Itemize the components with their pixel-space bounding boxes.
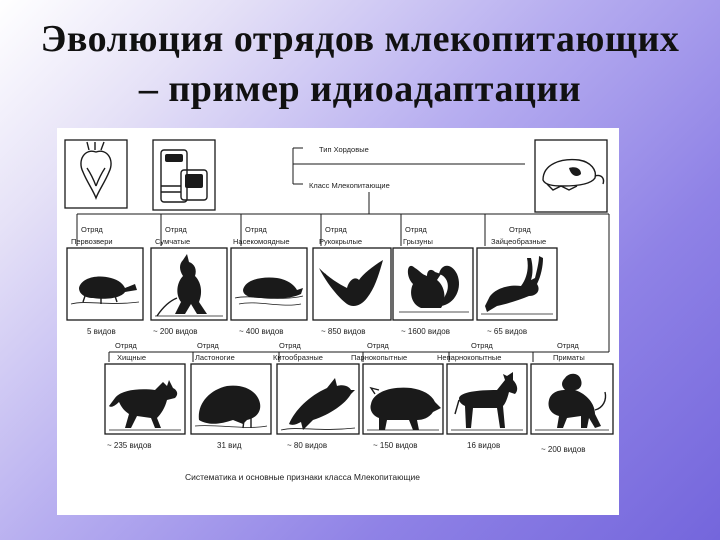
svg-text:Отряд: Отряд xyxy=(509,225,531,234)
svg-text:Зайцеобразные: Зайцеобразные xyxy=(491,237,546,246)
svg-text:Отряд: Отряд xyxy=(115,341,137,350)
platypus-illustration xyxy=(79,276,137,299)
count-perissodactyls: 16 видов xyxy=(467,441,500,450)
donkey-illustration xyxy=(459,372,518,428)
svg-text:Отряд: Отряд xyxy=(557,341,579,350)
svg-text:Первозвери: Первозвери xyxy=(71,237,113,246)
monkey-illustration xyxy=(548,373,601,428)
skull-illustration xyxy=(534,139,608,213)
mole-illustration xyxy=(243,277,303,299)
count-monotremes: 5 видов xyxy=(87,327,116,336)
kangaroo-box xyxy=(150,247,228,321)
donkey-box xyxy=(446,363,528,435)
count-primates: ~ 200 видов xyxy=(541,445,586,454)
svg-text:Отряд: Отряд xyxy=(471,341,493,350)
count-carnivores: ~ 235 видов xyxy=(107,441,152,450)
kangaroo-illustration xyxy=(175,254,207,314)
connector-lines xyxy=(76,147,610,362)
svg-text:Хищные: Хищные xyxy=(117,353,146,362)
order-label-pinnipeds: Отряд Ластоногие xyxy=(195,341,235,362)
dolphin-illustration xyxy=(289,378,355,430)
boar-box xyxy=(362,363,444,435)
count-rodents: ~ 1600 видов xyxy=(401,327,450,336)
boar-illustration xyxy=(370,387,441,430)
squirrel-box xyxy=(392,247,474,321)
count-marsupials: ~ 200 видов xyxy=(153,327,198,336)
bat-illustration xyxy=(319,260,383,306)
order-label-cetaceans: Отряд Китообразные xyxy=(273,341,323,362)
order-label-insectivores: Отряд Насекомоядные xyxy=(233,225,290,246)
order-label-monotremes: Отряд Первозвери xyxy=(71,225,113,246)
svg-text:Отряд: Отряд xyxy=(197,341,219,350)
bat-box xyxy=(312,247,392,321)
squirrel-illustration xyxy=(407,265,445,308)
svg-text:Отряд: Отряд xyxy=(81,225,103,234)
order-label-artiodactyls: Отряд Парнокопытные xyxy=(351,341,407,362)
order-label-marsupials: Отряд Сумчатые xyxy=(155,225,190,246)
count-pinnipeds: 31 вид xyxy=(217,441,242,450)
class-label: Класс Млекопитающие xyxy=(309,181,390,190)
mole-box xyxy=(230,247,308,321)
svg-text:Отряд: Отряд xyxy=(245,225,267,234)
wolf-illustration xyxy=(109,380,178,428)
heart-illustration xyxy=(64,139,128,209)
count-bats: ~ 850 видов xyxy=(321,327,366,336)
svg-text:Отряд: Отряд xyxy=(165,225,187,234)
svg-text:Приматы: Приматы xyxy=(553,353,585,362)
svg-text:Сумчатые: Сумчатые xyxy=(155,237,190,246)
hare-box xyxy=(476,247,558,321)
svg-text:Грызуны: Грызуны xyxy=(403,237,433,246)
count-lagomorphs: ~ 65 видов xyxy=(487,327,527,336)
taxonomy-diagram: Тип Хордовые Класс Млекопитающие Отряд П… xyxy=(64,139,614,482)
title-line-1: Эволюция отрядов млекопитающих xyxy=(40,18,680,60)
svg-text:Насекомоядные: Насекомоядные xyxy=(233,237,290,246)
svg-text:Непарнокопытные: Непарнокопытные xyxy=(437,353,501,362)
hare-illustration xyxy=(485,256,543,312)
svg-text:Отряд: Отряд xyxy=(367,341,389,350)
order-label-carnivores: Отряд Хищные xyxy=(115,341,146,362)
order-label-bats: Отряд Рукокрылые xyxy=(319,225,362,246)
slide-title: Эволюция отрядов млекопитающих – пример … xyxy=(0,14,720,114)
title-line-2: – пример идиоадаптации xyxy=(138,68,582,110)
svg-text:Отряд: Отряд xyxy=(325,225,347,234)
count-cetaceans: ~ 80 видов xyxy=(287,441,327,450)
svg-text:Отряд: Отряд xyxy=(405,225,427,234)
platypus-box xyxy=(66,247,144,321)
svg-text:Рукокрылые: Рукокрылые xyxy=(319,237,362,246)
count-insectivores: ~ 400 видов xyxy=(239,327,284,336)
svg-text:Ластоногие: Ластоногие xyxy=(195,353,235,362)
brain-illustration xyxy=(152,139,216,211)
svg-text:Отряд: Отряд xyxy=(279,341,301,350)
count-artiodactyls: ~ 150 видов xyxy=(373,441,418,450)
svg-text:Китообразные: Китообразные xyxy=(273,353,323,362)
order-label-rodents: Отряд Грызуны xyxy=(403,225,433,246)
order-label-lagomorphs: Отряд Зайцеобразные xyxy=(491,225,546,246)
monkey-box xyxy=(530,363,614,435)
type-label: Тип Хордовые xyxy=(319,145,369,154)
dolphin-box xyxy=(276,363,360,435)
order-label-perissodactyls: Отряд Непарнокопытные xyxy=(437,341,501,362)
svg-text:Парнокопытные: Парнокопытные xyxy=(351,353,407,362)
walrus-box xyxy=(190,363,272,435)
wolf-box xyxy=(104,363,186,435)
diagram-panel: Тип Хордовые Класс Млекопитающие Отряд П… xyxy=(57,128,619,515)
diagram-caption: Систематика и основные признаки класса М… xyxy=(185,472,420,482)
order-label-primates: Отряд Приматы xyxy=(553,341,585,362)
